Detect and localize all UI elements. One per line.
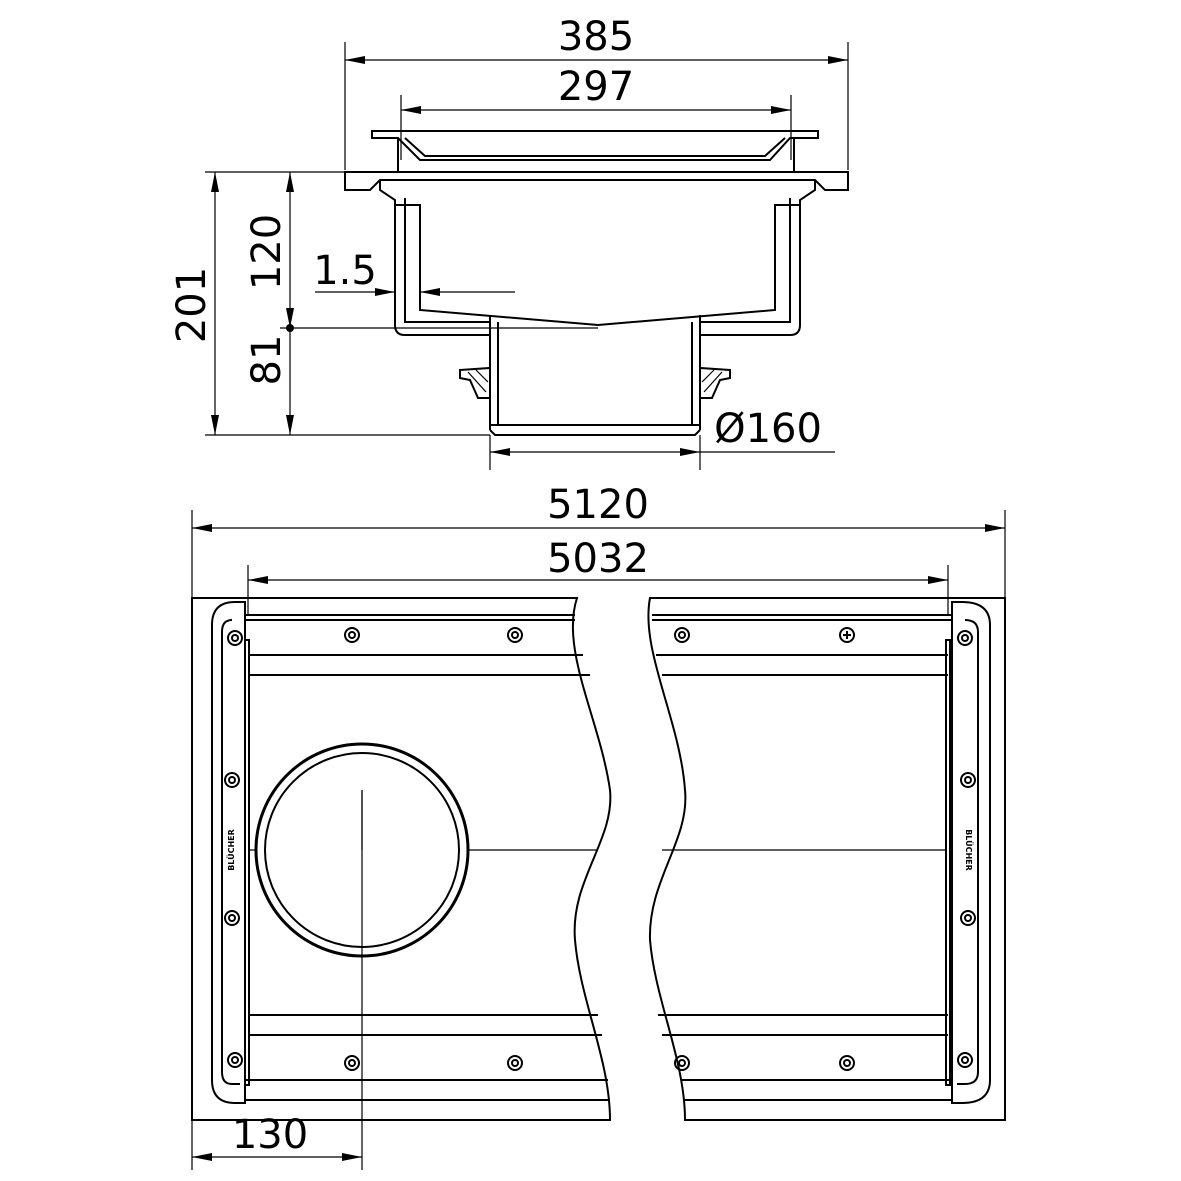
dimension-lines [211,56,848,456]
dim-total-height: 201 [169,267,215,343]
dim-overall-length: 5120 [547,482,649,528]
dim-inner-length: 5032 [547,536,649,582]
dim-outlet-diameter: Ø160 [714,406,822,452]
dim-overall-width: 385 [558,14,634,60]
channel-body [344,171,849,436]
brand-mark-left: BLÜCHER [226,829,236,871]
dim-body-height: 120 [244,214,290,290]
seal-rings [459,366,731,399]
dimension-lines [192,524,1005,1161]
section-view: 385 297 201 120 81 1.5 Ø160 [169,14,849,470]
channel-left-section [191,597,612,1121]
extension-lines [205,42,849,470]
outlet-circle [248,742,946,958]
dimension-dot [286,324,294,332]
extension-lines [191,510,1006,1170]
channel-right-section [647,597,1006,1121]
dim-grate-width: 297 [558,64,634,110]
dim-slope: 1.5 [313,248,377,294]
screw-hole [227,630,243,646]
screw-holes [224,627,976,1071]
plan-view: BLÜCHER BLÜCHER 5120 5032 130 [191,482,1006,1170]
dim-outlet-height: 81 [244,335,290,386]
brand-mark-right: BLÜCHER [964,829,974,871]
dim-outlet-offset: 130 [232,1112,308,1158]
grate [371,130,819,172]
